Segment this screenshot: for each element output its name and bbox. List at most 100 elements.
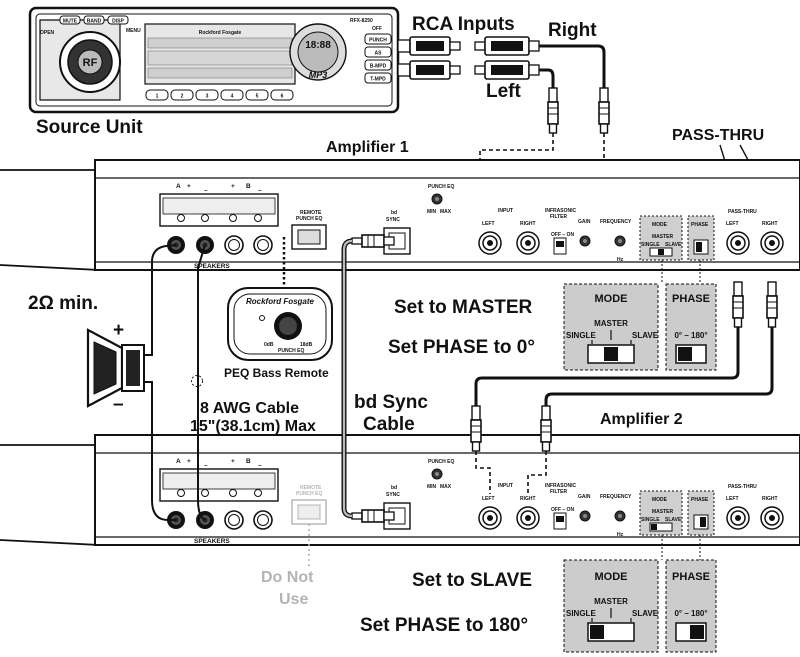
terminal-screws xyxy=(177,214,262,222)
phase-panel-180: PHASE 0° – 180° xyxy=(665,559,717,653)
amp2-speaker-terminal-4 xyxy=(253,510,273,530)
bd-sync-label-2: Cable xyxy=(363,414,415,435)
tmpd-label: T-MPD xyxy=(370,77,386,83)
preset-button-1 xyxy=(145,89,169,101)
amplifier-1-label: Amplifier 1 xyxy=(326,139,409,156)
preset-button-4 xyxy=(220,89,244,101)
rca-cable-right xyxy=(539,44,606,88)
amp1-speaker-terminal-3 xyxy=(224,235,244,255)
amp1-speaker-terminal-4 xyxy=(253,235,273,255)
preset-label-4: 4 xyxy=(231,94,234,100)
mode-master-2: MASTER xyxy=(594,597,628,606)
remote-punch-eq-ghost-label-2: PUNCH EQ xyxy=(296,491,323,497)
source-unit: RF MUTE BAND DISP MENU OPEN Rockford Fos… xyxy=(28,6,400,114)
peq-bass-remote-label: PEQ Bass Remote xyxy=(224,366,329,380)
set-master-label: Set to MASTER xyxy=(394,297,533,318)
rca-inputs-label: RCA Inputs xyxy=(412,14,515,35)
frequency-label: FREQUENCY xyxy=(600,219,632,225)
phase-title-1: PHASE xyxy=(672,293,710,305)
mute-label: MUTE xyxy=(63,19,78,25)
speakers-label: SPEAKERS xyxy=(194,263,230,270)
mode-slave-2: SLAVE xyxy=(632,609,659,618)
master-small-label: MASTER xyxy=(652,234,674,240)
speaker-plus-label: + xyxy=(113,320,124,341)
single-small-label: SINGLE xyxy=(641,242,660,248)
ohm-min-label: 2Ω min. xyxy=(28,293,98,314)
preset-button-2 xyxy=(170,89,194,101)
dashed-amp2-right-input xyxy=(527,451,547,494)
set-phase-180-label: Set PHASE to 180° xyxy=(360,615,528,636)
input-label: INPUT xyxy=(498,208,513,214)
phase-title-2: PHASE xyxy=(672,571,710,583)
mode-panel-slave: MODE MASTER SINGLE SLAVE xyxy=(563,559,659,653)
phase-small-label-2: PHASE xyxy=(691,497,709,503)
in-left-label-2: LEFT xyxy=(482,496,495,502)
preset-label-6: 6 xyxy=(281,94,284,100)
left-label: Left xyxy=(486,81,522,102)
term-plus-label-2b: + xyxy=(231,458,235,465)
infrasonic-label: INFRASONIC xyxy=(545,208,577,214)
mode-master-1: MASTER xyxy=(594,319,628,328)
band-label: BAND xyxy=(87,19,102,25)
max-label-2: MAX xyxy=(440,484,452,490)
slave-small-label: SLAVE xyxy=(665,242,682,248)
amp2-input-right xyxy=(516,506,540,530)
rca-cable-plugs xyxy=(474,36,540,80)
model-label: RFX-8250 xyxy=(350,18,373,24)
set-slave-label: Set to SLAVE xyxy=(412,570,532,591)
mode-small-label: MODE xyxy=(652,222,668,228)
dashed-left-input-path xyxy=(479,133,554,218)
bmpd-label: B-MPD xyxy=(370,64,387,70)
amplifier-1: A + – + B – SPEAKERS REMOTE PUNCH EQ bd … xyxy=(0,159,800,271)
term-plus-label-b: + xyxy=(231,183,235,190)
bd-sync-label-1: bd Sync xyxy=(354,392,428,413)
frequency-label-2: FREQUENCY xyxy=(600,494,632,500)
single-small-label-2: SINGLE xyxy=(641,517,660,523)
remote-punch-eq-ghost-label: REMOTE xyxy=(300,485,322,491)
term-minus-label-b: – xyxy=(258,187,262,194)
remote-brand: Rockford Fosgate xyxy=(246,297,315,306)
preset-button-6 xyxy=(270,89,294,101)
term-a-label: A xyxy=(176,183,181,190)
hz-label: Hz xyxy=(617,257,624,263)
phase-panel-0: PHASE 0° – 180° xyxy=(665,283,717,371)
mode-single-1: SINGLE xyxy=(566,331,596,340)
mode-title-2: MODE xyxy=(595,571,628,583)
preset-label-2: 2 xyxy=(181,94,184,100)
right-button-column: PUNCH AS B-MPD T-MPD xyxy=(364,33,392,84)
mp3-label: MP3 xyxy=(309,70,328,80)
preset-button-5 xyxy=(245,89,269,101)
gain-label: GAIN xyxy=(578,219,591,225)
pass-thru-cable-left xyxy=(474,327,740,406)
preset-label-1: 1 xyxy=(156,94,159,100)
right-label: Right xyxy=(548,20,597,41)
remote-punch-eq: PUNCH EQ xyxy=(278,348,305,354)
speaker-wire-negative xyxy=(144,381,176,521)
term-b-label: B xyxy=(246,183,251,190)
amp2-pass-thru-right xyxy=(760,506,784,530)
amp2-pass-thru-left xyxy=(726,506,750,530)
mode-small-label-2: MODE xyxy=(652,497,668,503)
term-minus-label-2: – xyxy=(204,462,208,469)
bd-label-2: bd xyxy=(391,485,397,491)
off-on-label-2: OFF – ON xyxy=(551,507,574,513)
pass-thru-small-label: PASS-THRU xyxy=(728,209,757,215)
sync-label-2: SYNC xyxy=(386,492,400,498)
slave-small-label-2: SLAVE xyxy=(665,517,682,523)
off-label: OFF xyxy=(372,26,382,32)
punch-eq-label-2: PUNCH EQ xyxy=(428,459,455,465)
source-unit-label: Source Unit xyxy=(36,117,143,138)
pass-thru-cable-right xyxy=(544,327,774,406)
head-unit-rca-outputs xyxy=(397,36,461,80)
menu-label: MENU xyxy=(126,28,141,34)
min-label-2: MIN xyxy=(427,484,437,490)
amplifier-2-label: Amplifier 2 xyxy=(600,411,683,428)
speaker-minus-label: – xyxy=(113,394,124,415)
pt-right-label-2: RIGHT xyxy=(762,496,778,502)
phase-small-label: PHASE xyxy=(691,222,709,228)
filter-label: FILTER xyxy=(550,214,568,220)
open-label: OPEN xyxy=(40,30,55,36)
display-digits: 18:88 xyxy=(305,40,331,51)
